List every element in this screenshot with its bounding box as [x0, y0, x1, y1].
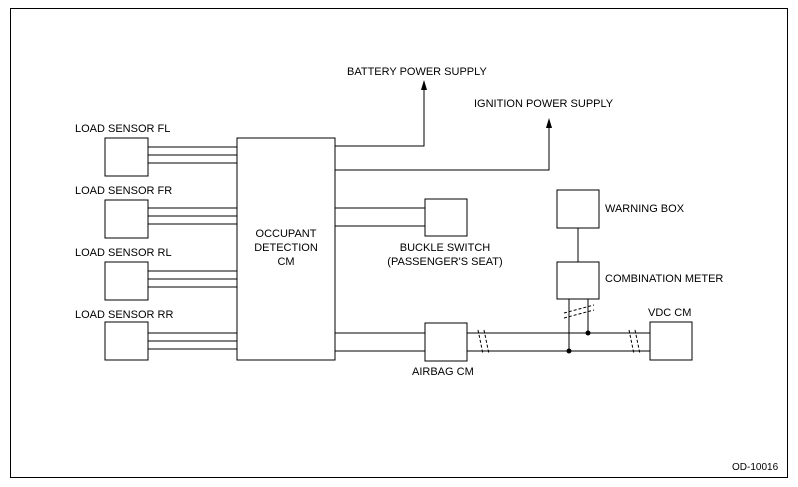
buckle-switch-label-line1: BUCKLE SWITCH [399, 242, 491, 254]
load-sensor-rl-box [104, 261, 149, 301]
load-sensor-fr-label: LOAD SENSOR FR [75, 185, 173, 197]
load-sensor-fl-label: LOAD SENSOR FL [75, 123, 171, 135]
airbag-cm-label: AIRBAG CM [412, 366, 474, 378]
occupant-cm-label-line3: CM [277, 256, 295, 268]
twist-mark-airbag [477, 329, 490, 355]
sensor-rl-wires [148, 270, 237, 288]
buckle-switch-label-line2: (PASSENGER'S SEAT) [387, 256, 503, 268]
sensor-fr-wires [148, 207, 237, 225]
sensor-fl-wires [148, 146, 237, 164]
combination-meter-label: COMBINATION METER [605, 273, 724, 285]
battery-arrowhead [421, 80, 427, 90]
ignition-supply-wire [335, 124, 550, 171]
figure-code: OD-10016 [732, 462, 779, 473]
load-sensor-fl-box [104, 137, 149, 177]
ignition-supply-label: IGNITION POWER SUPPLY [474, 98, 614, 110]
warning-box-label: WARNING BOX [605, 203, 685, 215]
load-sensor-fr-box [104, 199, 149, 239]
junction-dot [566, 348, 572, 354]
sensor-rr-wires [148, 332, 237, 350]
combination-meter-box [556, 261, 600, 300]
occupant-cm-label-line2: DETECTION [254, 242, 318, 254]
twist-mark-meter [563, 304, 595, 319]
occupant-detection-cm-box [236, 137, 336, 361]
warning-box [556, 189, 600, 229]
battery-supply-label: BATTERY POWER SUPPLY [347, 66, 487, 78]
battery-supply-wire [335, 86, 425, 147]
load-sensor-rl-label: LOAD SENSOR RL [75, 247, 172, 259]
buckle-switch-box [424, 198, 468, 237]
vdc-cm-box [649, 321, 693, 361]
vdc-cm-label: VDC CM [648, 307, 692, 319]
load-sensor-rr-label: LOAD SENSOR RR [75, 309, 174, 321]
junction-dot [585, 330, 591, 336]
diagram-frame [10, 8, 788, 478]
occupant-cm-label-line1: OCCUPANT [255, 228, 317, 240]
load-sensor-rr-box [104, 321, 149, 361]
ignition-arrowhead [546, 118, 552, 128]
airbag-cm-box [424, 322, 468, 362]
twist-mark-vdc [628, 329, 641, 355]
